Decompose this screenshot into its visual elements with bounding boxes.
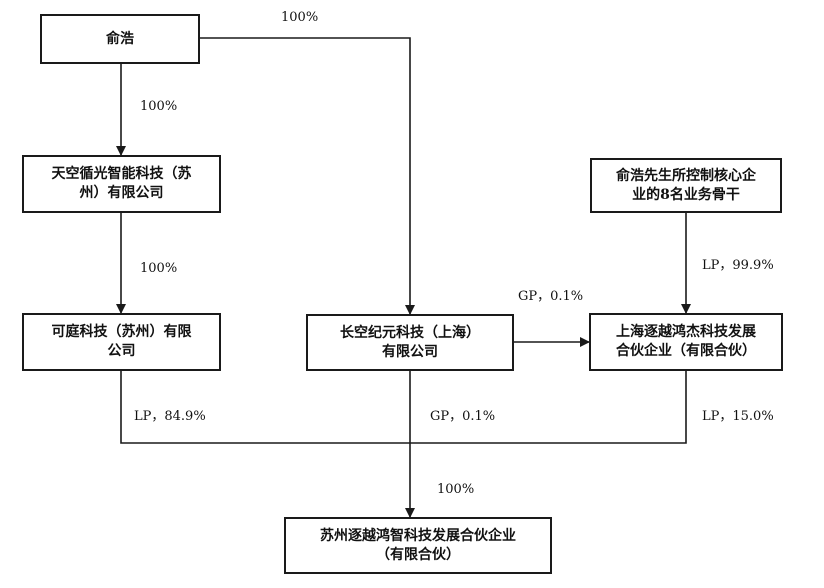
node-core-staff-line2: 业的8名业务骨干 (632, 186, 740, 203)
label-changkong-shanghai: GP，0.1% (518, 289, 584, 304)
node-suzhou-zhuyue-line1: 苏州逐越鸿智科技发展合伙企业 (320, 527, 516, 544)
label-keting-suzhou: LP，84.9% (134, 409, 206, 424)
node-tiankong-line1: 天空循光智能科技（苏 (51, 166, 192, 182)
node-shanghai-zhuyue: 上海逐越鸿杰科技发展 合伙企业（有限合伙） (589, 313, 783, 371)
node-suzhou-zhuyue: 苏州逐越鸿智科技发展合伙企业 （有限合伙） (284, 517, 552, 574)
label-changkong-suzhou: GP，0.1% (430, 409, 496, 424)
node-changkong-line1: 长空纪元科技（上海） (340, 324, 480, 341)
label-shanghai-suzhou: LP，15.0% (702, 409, 774, 424)
label-tiankong-keting: 100% (140, 261, 178, 276)
node-changkong: 长空纪元科技（上海） 有限公司 (306, 314, 514, 371)
node-tiankong-line2: 州）有限公司 (79, 185, 164, 201)
node-yu-hao-line1: 俞浩 (106, 30, 134, 47)
node-shanghai-zhuyue-line1: 上海逐越鸿杰科技发展 (616, 324, 756, 340)
edge-shanghai-merge (410, 371, 687, 444)
node-core-staff-line1: 俞浩先生所控制核心企 (616, 167, 756, 184)
edge-keting-merge (120, 371, 410, 444)
node-keting-line1: 可庭科技（苏州）有限 (51, 324, 192, 340)
label-yuhao-changkong: 100% (281, 10, 319, 25)
node-keting-line2: 公司 (107, 343, 136, 359)
edge-yuhao-changkong (200, 37, 415, 315)
node-core-staff: 俞浩先生所控制核心企 业的8名业务骨干 (590, 158, 782, 213)
label-merge-suzhou: 100% (437, 482, 475, 497)
node-yu-hao: 俞浩 (40, 14, 200, 64)
label-yuhao-tiankong: 100% (140, 99, 178, 114)
node-tiankong: 天空循光智能科技（苏 州）有限公司 (22, 155, 221, 213)
label-core-shanghai: LP，99.9% (702, 258, 774, 273)
node-suzhou-zhuyue-line2: （有限合伙） (376, 546, 460, 563)
node-changkong-line2: 有限公司 (382, 343, 438, 360)
node-keting: 可庭科技（苏州）有限 公司 (22, 313, 221, 371)
node-shanghai-zhuyue-line2: 合伙企业（有限合伙） (616, 343, 756, 359)
